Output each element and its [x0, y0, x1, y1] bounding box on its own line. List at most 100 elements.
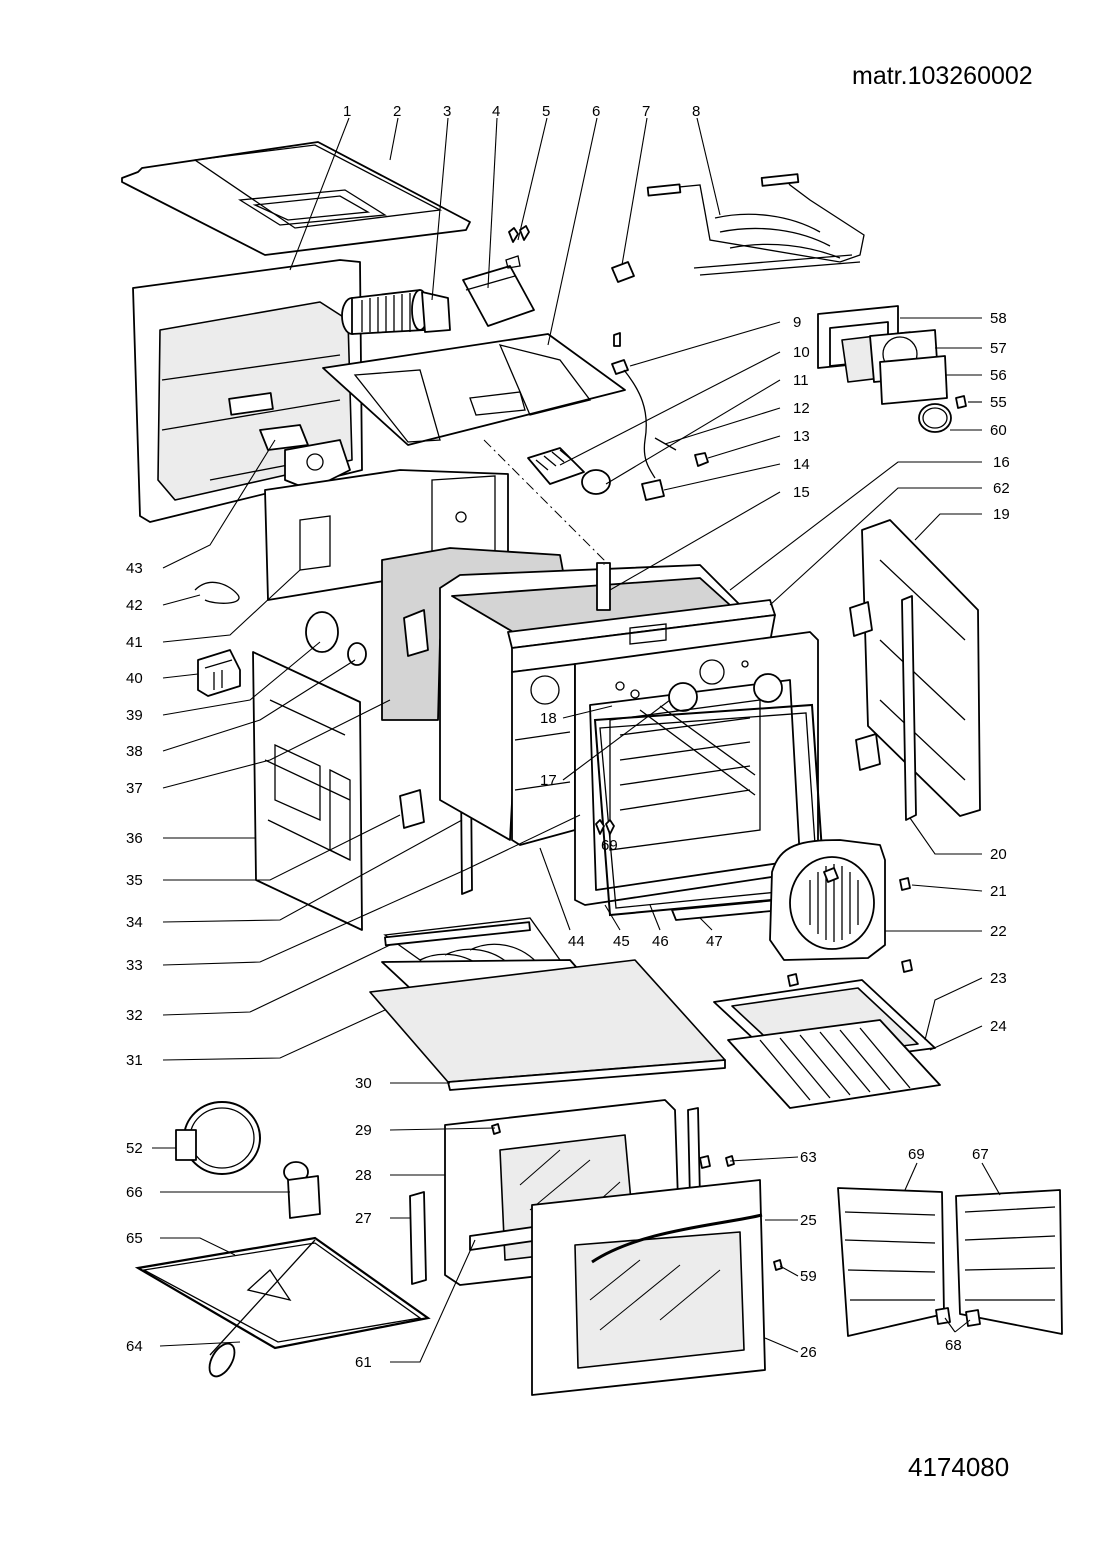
wire-rack-part: [727, 1019, 941, 1109]
callout-label: 6: [592, 103, 600, 120]
callout-label: 15: [793, 484, 810, 501]
callout-label: 3: [443, 103, 451, 120]
callout-leader-lines: [152, 117, 1001, 1363]
callout-label: 62: [993, 480, 1010, 497]
drawing-number: 4174080: [908, 1452, 1010, 1482]
callout-label: 30: [355, 1075, 372, 1092]
glass-floor-part: [369, 959, 726, 1091]
left-side-panel-part: [252, 651, 363, 931]
callout-label: 36: [126, 830, 143, 847]
callout-label: 45: [613, 933, 630, 950]
callout-label: 42: [126, 597, 143, 614]
callout-label: 18: [540, 710, 557, 727]
control-panel-parts: [817, 305, 967, 433]
thermostat-part: [581, 469, 611, 495]
front-frame-top-part: [507, 599, 776, 673]
callout-label: 65: [126, 1230, 143, 1247]
callout-label: 16: [993, 454, 1010, 471]
callout-label: 33: [126, 957, 143, 974]
screws-part: [505, 225, 530, 269]
callout-label: 37: [126, 780, 143, 797]
callout-label: 17: [540, 772, 557, 789]
side-door-panels-part: [837, 1187, 1063, 1337]
callout-label: 26: [800, 1344, 817, 1361]
callout-label: 38: [126, 743, 143, 760]
callout-label: 22: [990, 923, 1007, 940]
callout-label: 64: [126, 1338, 143, 1355]
callout-label: 69: [908, 1146, 925, 1163]
callout-label: 1: [343, 103, 351, 120]
callout-label: 9: [793, 314, 801, 331]
bottom-strip-part: [671, 899, 783, 921]
cavity-racks: [609, 699, 761, 851]
material-number: matr.103260002: [852, 62, 1033, 90]
callout-label: 44: [568, 933, 585, 950]
callout-label: 21: [990, 883, 1007, 900]
callout-label: 47: [706, 933, 723, 950]
callout-label: 13: [793, 428, 810, 445]
rotisserie-part: [134, 1236, 431, 1378]
fan-motor-small-part: [283, 1161, 321, 1219]
callout-label: 31: [126, 1052, 143, 1069]
wire-part: [611, 332, 656, 479]
callout-label: 59: [800, 1268, 817, 1285]
callout-label: 68: [945, 1337, 962, 1354]
callout-label: 28: [355, 1167, 372, 1184]
callout-label: 61: [355, 1354, 372, 1371]
outer-door-part: [531, 1155, 783, 1396]
callout-label: 11: [793, 372, 809, 389]
grill-element-part: [646, 173, 865, 276]
callout-label: 7: [642, 103, 650, 120]
callout-label: 32: [126, 1007, 143, 1024]
convection-fan-part: [259, 424, 351, 491]
side-clip-part: [399, 789, 425, 829]
callout-label: 69: [601, 837, 618, 854]
callout-label: 41: [126, 634, 143, 651]
callout-label: 52: [126, 1140, 143, 1157]
fan-cover-part: [769, 839, 913, 987]
callout-label: 35: [126, 872, 143, 889]
callout-label: 39: [126, 707, 143, 724]
small-switch-part: [611, 261, 635, 283]
callout-label: 14: [793, 456, 810, 473]
callout-label: 12: [793, 400, 810, 417]
callout-label: 23: [990, 970, 1007, 987]
callout-label: 67: [972, 1146, 989, 1163]
callout-label: 27: [355, 1210, 372, 1227]
lamp-parts: [305, 611, 367, 666]
small-parts-cluster: [641, 437, 709, 501]
ring-element-part: [175, 1101, 261, 1175]
screws-69-part: [595, 819, 615, 835]
callout-label: 8: [692, 103, 700, 120]
callout-label: 29: [355, 1122, 372, 1139]
top-cover-part: [121, 141, 471, 256]
fan-plate-part: [322, 333, 626, 446]
connector-block-part: [197, 649, 241, 697]
callout-label: 57: [990, 340, 1007, 357]
callout-label: 20: [990, 846, 1007, 863]
callout-label: 5: [542, 103, 550, 120]
callout-labels: 1 2 3 4 5 6 7 8 9 10 11 12 13 14 15 16 6…: [126, 103, 1010, 1371]
cavity-body-part: [511, 663, 576, 846]
callout-label: 43: [126, 560, 143, 577]
callout-label: 4: [492, 103, 500, 120]
callout-label: 24: [990, 1018, 1007, 1035]
callout-label: 58: [990, 310, 1007, 327]
callout-label: 10: [793, 344, 810, 361]
fan-motor-part: [341, 289, 451, 335]
callout-label: 55: [990, 394, 1007, 411]
callout-label: 60: [990, 422, 1007, 439]
callout-label: 19: [993, 506, 1010, 523]
callout-label: 46: [652, 933, 669, 950]
callout-label: 2: [393, 103, 401, 120]
callout-label: 66: [126, 1184, 143, 1201]
callout-label: 25: [800, 1212, 817, 1229]
callout-label: 40: [126, 670, 143, 687]
right-side-panel-part: [849, 519, 981, 821]
callout-label: 63: [800, 1149, 817, 1166]
callout-label: 34: [126, 914, 143, 931]
electronic-module-part: [462, 265, 535, 327]
terminal-block-part: [527, 447, 585, 485]
